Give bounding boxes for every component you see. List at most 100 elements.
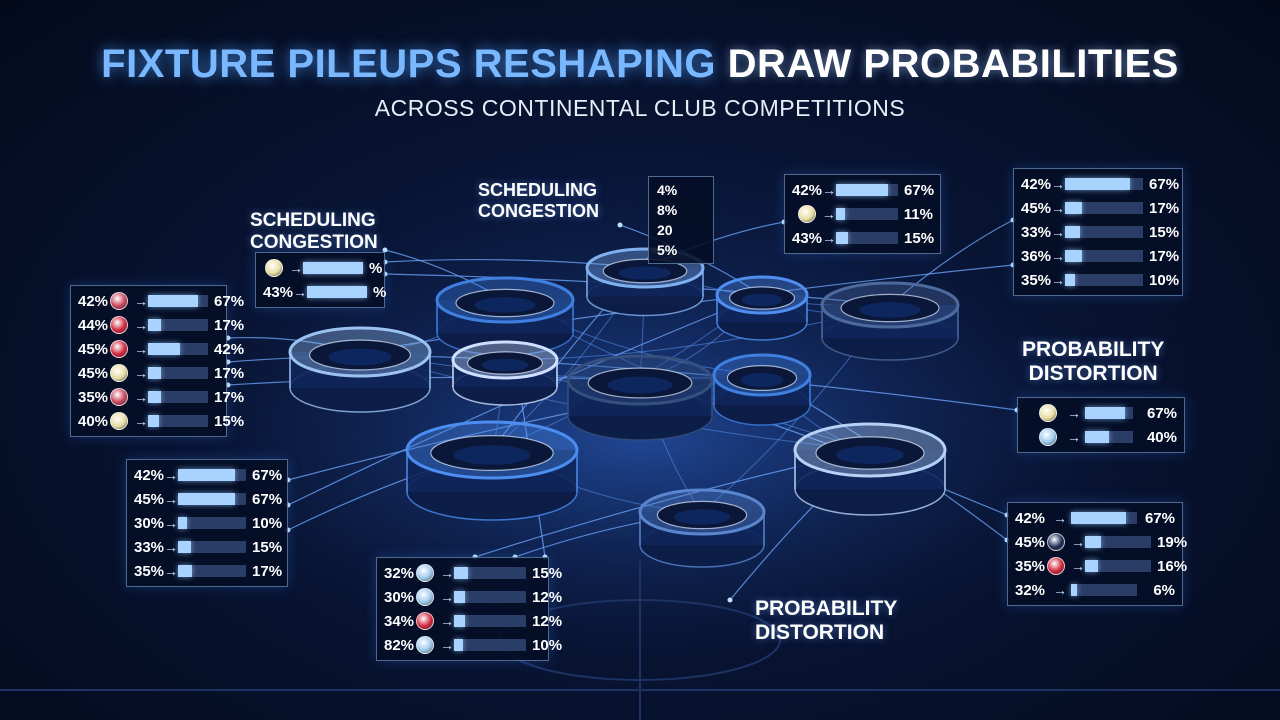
draw-probability-before: 33% — [134, 538, 165, 556]
draw-probability-after: 15% — [532, 564, 563, 582]
probability-row: →% — [263, 256, 382, 280]
draw-probability-after: 15% — [252, 538, 283, 556]
probability-row: →11% — [792, 202, 933, 226]
arrow-right-icon: → — [164, 539, 179, 555]
probability-bar — [148, 391, 209, 403]
probability-row: 33%→15% — [1021, 220, 1179, 244]
arrow-right-icon: → — [1051, 200, 1066, 216]
draw-probability-after: 12% — [532, 588, 563, 606]
probability-bar-fill — [148, 367, 162, 379]
probability-bar-fill — [836, 232, 849, 244]
draw-probability-before: 45% — [134, 490, 165, 508]
probability-row: 30%→10% — [134, 511, 282, 535]
real-madrid-crest-icon — [110, 412, 129, 430]
draw-probability-after: % — [373, 283, 387, 301]
probability-bar-fill — [1065, 202, 1083, 214]
bayern-crest-icon — [1047, 557, 1066, 575]
probability-bar — [454, 639, 527, 651]
label-line: PROBABILITY — [755, 597, 898, 620]
probability-bar-fill — [148, 415, 160, 427]
probability-bar — [148, 319, 209, 331]
stadium-pitch — [836, 445, 904, 465]
probability-row: 35%→17% — [78, 385, 244, 409]
probability-bar-fill — [1065, 178, 1131, 190]
probability-row: 43%→15% — [792, 226, 934, 250]
arrow-right-icon: → — [822, 182, 837, 198]
probability-row: 42%→67% — [1021, 172, 1179, 196]
panel-right-lower: 42%→67%45%→19%35%→16%32%→6% — [1007, 502, 1187, 606]
arrow-right-icon: → — [1051, 272, 1066, 288]
draw-probability-before: 35% — [134, 562, 165, 580]
draw-probability-after: 67% — [904, 181, 935, 199]
draw-probability-after: 15% — [214, 412, 245, 430]
draw-probability-after: 12% — [532, 612, 563, 630]
probability-bar-fill — [1085, 560, 1099, 572]
probability-row: 33%→ 15% — [134, 535, 283, 559]
draw-probability-before: 32% — [1015, 581, 1046, 599]
panel-left-large: 42%→67%44%→17%45%→42%45%→17%35%→17%40%→1… — [70, 285, 244, 437]
probability-row: 30%→12% — [384, 585, 562, 609]
draw-probability-after: 17% — [252, 562, 283, 580]
arrow-right-icon: → — [293, 284, 308, 300]
probability-bar — [148, 415, 209, 427]
label-line: SCHEDULING — [478, 180, 598, 200]
probability-bar-fill — [303, 262, 363, 274]
probability-bar — [1085, 407, 1133, 419]
atletico-crest-icon — [110, 292, 129, 310]
arrow-right-icon: → — [440, 637, 455, 653]
arrow-right-icon: → — [1051, 224, 1066, 240]
probability-row: 44%→17% — [78, 313, 244, 337]
probability-row: 32%→6% — [1015, 578, 1175, 602]
stadium-pitch — [328, 348, 392, 366]
draw-probability-before: 36% — [1021, 247, 1052, 265]
arrow-right-icon: → — [134, 389, 149, 405]
draw-probability-before: 35% — [1015, 557, 1046, 575]
arrow-right-icon: → — [289, 260, 303, 276]
probability-bar-fill — [1065, 274, 1076, 286]
mini-stat-value: 5% — [657, 242, 678, 258]
probability-bar — [178, 469, 247, 481]
arrow-right-icon: → — [440, 613, 455, 629]
arrow-right-icon: → — [1053, 582, 1067, 598]
draw-probability-after: % — [369, 259, 383, 277]
draw-probability-after: 17% — [1149, 199, 1180, 217]
arrow-right-icon: → — [134, 341, 149, 357]
real-madrid-crest-icon — [110, 364, 129, 382]
probability-bar — [178, 517, 247, 529]
probability-bar-fill — [1065, 226, 1081, 238]
draw-probability-before: 43% — [263, 283, 294, 301]
draw-probability-before: 45% — [78, 364, 109, 382]
draw-probability-after: 17% — [214, 364, 245, 382]
stadium-pitch — [740, 373, 784, 387]
probability-bar-fill — [178, 517, 188, 529]
arrow-right-icon: → — [1051, 248, 1066, 264]
stadium-pitch — [618, 266, 672, 280]
probability-bar-fill — [1071, 512, 1126, 524]
title-highlight: FIXTURE PILEUPS RESHAPING — [101, 42, 716, 86]
label-line: DISTORTION — [1028, 362, 1158, 386]
draw-probability-after: 17% — [214, 388, 245, 406]
draw-probability-before: 82% — [384, 636, 415, 654]
draw-probability-before: 45% — [78, 340, 109, 358]
connection-line — [227, 376, 641, 386]
draw-probability-before: 30% — [134, 514, 165, 532]
probability-bar-fill — [1071, 584, 1077, 596]
connection-line — [889, 219, 1014, 306]
connection-node — [617, 222, 623, 228]
probability-bar-fill — [454, 615, 466, 627]
panel-bottom-center: 32%→15%30%→12%34%→12%82%→10% — [376, 557, 562, 661]
arrow-right-icon: → — [1053, 510, 1067, 526]
bayern-crest-icon — [416, 612, 435, 630]
arrow-right-icon: → — [1067, 405, 1081, 421]
probability-bar — [454, 567, 527, 579]
probability-bar — [1071, 512, 1137, 524]
draw-probability-after: 67% — [1149, 175, 1180, 193]
probability-bar — [148, 343, 209, 355]
probability-row: 45%→42% — [78, 337, 244, 361]
probability-bar — [148, 367, 209, 379]
stadium-pitch — [481, 358, 529, 372]
bayern-crest-icon — [110, 316, 129, 334]
probability-row: 45%→17% — [78, 361, 244, 385]
probability-bar — [307, 286, 368, 298]
draw-probability-before: 42% — [792, 181, 823, 199]
